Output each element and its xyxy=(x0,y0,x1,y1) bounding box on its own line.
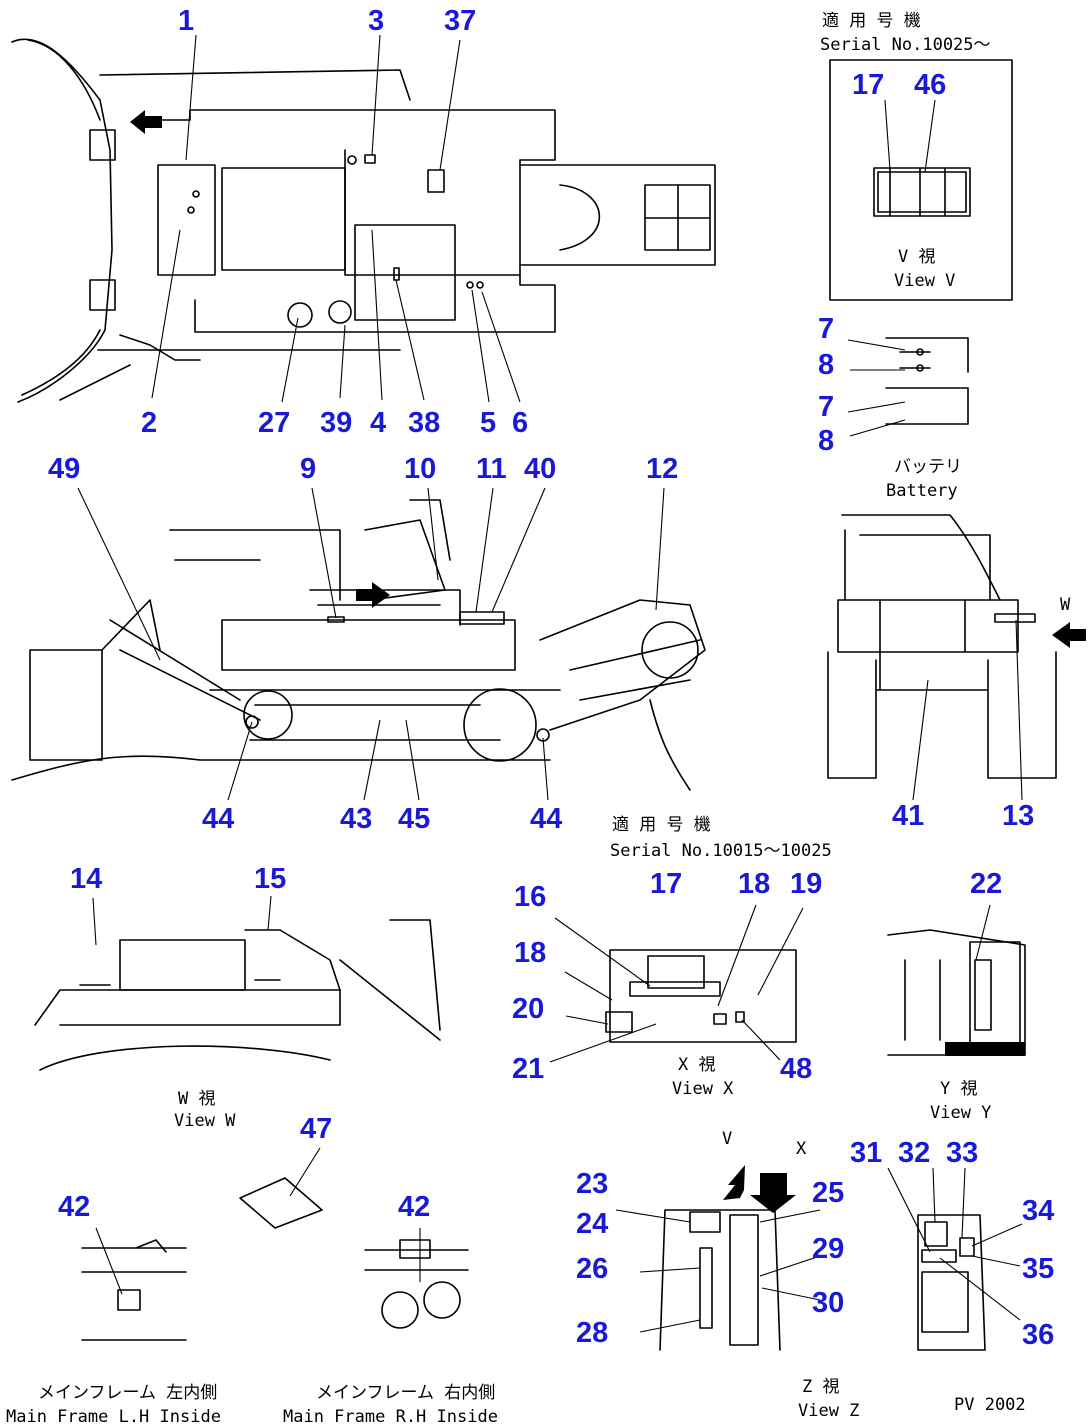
callout-29: 29 xyxy=(812,1233,844,1265)
serial-caption-jp-2: 適 用 号 機 xyxy=(612,815,711,835)
callout-18: 18 xyxy=(738,868,770,900)
callout-19: 19 xyxy=(790,868,822,900)
callout-42: 42 xyxy=(398,1191,430,1223)
callout-33: 33 xyxy=(946,1137,978,1169)
callout-10: 10 xyxy=(404,453,436,485)
callout-27: 27 xyxy=(258,407,290,439)
callout-24: 24 xyxy=(576,1208,608,1240)
callout-28: 28 xyxy=(576,1317,608,1349)
callout-7: 7 xyxy=(818,313,834,345)
callout-9: 9 xyxy=(300,453,316,485)
view-x-caption-jp: X 視 xyxy=(678,1055,715,1075)
callout-40: 40 xyxy=(524,453,556,485)
callout-48: 48 xyxy=(780,1053,812,1085)
callout-20: 20 xyxy=(512,993,544,1025)
view-v-caption-jp: V 視 xyxy=(898,247,935,267)
callout-32: 32 xyxy=(898,1137,930,1169)
callout-11: 11 xyxy=(476,453,507,485)
view-z-drawing xyxy=(615,1165,1023,1351)
callout-6: 6 xyxy=(512,407,528,439)
view-w-caption-en: View W xyxy=(174,1111,236,1131)
view-v-caption-en: View V xyxy=(894,271,955,291)
top-view-leaders xyxy=(151,34,521,403)
callout-39: 39 xyxy=(320,407,352,439)
drawing-code: PV 2002 xyxy=(954,1395,1026,1415)
callout-2: 2 xyxy=(141,407,157,439)
callout-30: 30 xyxy=(812,1287,844,1319)
side-view-leaders xyxy=(77,487,665,801)
battery-caption-en: Battery xyxy=(886,481,958,501)
callout-42: 42 xyxy=(58,1191,90,1223)
serial-caption-jp: 適 用 号 機 xyxy=(822,11,921,31)
callout-21: 21 xyxy=(512,1053,544,1085)
callout-47: 47 xyxy=(300,1113,332,1145)
callout-44: 44 xyxy=(530,803,562,835)
top-view-drawing xyxy=(11,38,716,403)
frame-rh-caption-jp: メインフレーム 右内側 xyxy=(316,1383,495,1403)
callout-25: 25 xyxy=(812,1177,844,1209)
callout-8: 8 xyxy=(818,349,834,381)
callout-41: 41 xyxy=(892,800,924,832)
view-v-letter: V xyxy=(722,1129,732,1149)
view-w-caption-jp: W 視 xyxy=(178,1089,215,1109)
callout-38: 38 xyxy=(408,407,440,439)
callout-36: 36 xyxy=(1022,1319,1054,1351)
decal-47-drawing xyxy=(239,1147,323,1229)
callout-43: 43 xyxy=(340,803,372,835)
frame-lh-caption-en: Main Frame L.H Inside xyxy=(6,1407,221,1427)
callout-17: 17 xyxy=(852,69,884,101)
serial-caption-en-2: Serial No.10015～10025 xyxy=(610,841,832,861)
view-y-caption-en: View Y xyxy=(930,1103,991,1123)
callout-1: 1 xyxy=(178,5,194,37)
callout-7: 7 xyxy=(818,391,834,423)
callout-45: 45 xyxy=(398,803,430,835)
callout-15: 15 xyxy=(254,863,286,895)
callout-44: 44 xyxy=(202,803,234,835)
frame-lh-caption-jp: メインフレーム 左内側 xyxy=(38,1383,217,1403)
callout-12: 12 xyxy=(646,453,678,485)
callout-16: 16 xyxy=(514,881,546,913)
callout-35: 35 xyxy=(1022,1253,1054,1285)
view-z-caption-en: View Z xyxy=(798,1401,859,1421)
main-frame-lh-drawing xyxy=(81,1227,187,1341)
frame-rh-caption-en: Main Frame R.H Inside xyxy=(283,1407,498,1427)
serial-caption-en: Serial No.10025～ xyxy=(820,35,991,55)
view-x-drawing xyxy=(549,904,804,1063)
view-w-drawing xyxy=(34,895,441,1071)
view-y-caption-jp: Y 視 xyxy=(940,1079,977,1099)
callout-18: 18 xyxy=(514,937,546,969)
battery-caption-jp: バッテリ xyxy=(894,457,962,477)
callout-numbers: 1 3 37 2 27 39 4 38 5 6 17 46 7 8 7 8 49… xyxy=(48,5,1054,1351)
callout-23: 23 xyxy=(576,1168,608,1200)
callout-14: 14 xyxy=(70,863,102,895)
callout-31: 31 xyxy=(850,1137,882,1169)
callout-3: 3 xyxy=(368,5,384,37)
callout-5: 5 xyxy=(480,407,496,439)
side-view-drawing xyxy=(11,499,706,791)
view-z-caption-jp: Z 視 xyxy=(802,1377,839,1397)
callout-34: 34 xyxy=(1022,1195,1054,1227)
view-x-letter: X xyxy=(796,1139,807,1159)
battery-view-drawing xyxy=(847,337,969,437)
callout-17: 17 xyxy=(650,868,682,900)
rear-view-drawing xyxy=(827,514,1086,801)
view-y-drawing xyxy=(887,904,1026,1056)
callout-8: 8 xyxy=(818,425,834,457)
callout-46: 46 xyxy=(914,69,946,101)
callout-13: 13 xyxy=(1002,800,1034,832)
captions: 適 用 号 機 Serial No.10025～ V 視 View V バッテリ… xyxy=(6,11,1071,1427)
callout-26: 26 xyxy=(576,1253,608,1285)
view-x-caption-en: View X xyxy=(672,1079,734,1099)
callout-49: 49 xyxy=(48,453,80,485)
view-w-letter: W xyxy=(1060,595,1071,615)
callout-37: 37 xyxy=(444,5,476,37)
view-v-drawing xyxy=(829,59,1013,301)
main-frame-rh-drawing xyxy=(364,1228,469,1329)
callout-22: 22 xyxy=(970,868,1002,900)
callout-4: 4 xyxy=(370,407,386,439)
